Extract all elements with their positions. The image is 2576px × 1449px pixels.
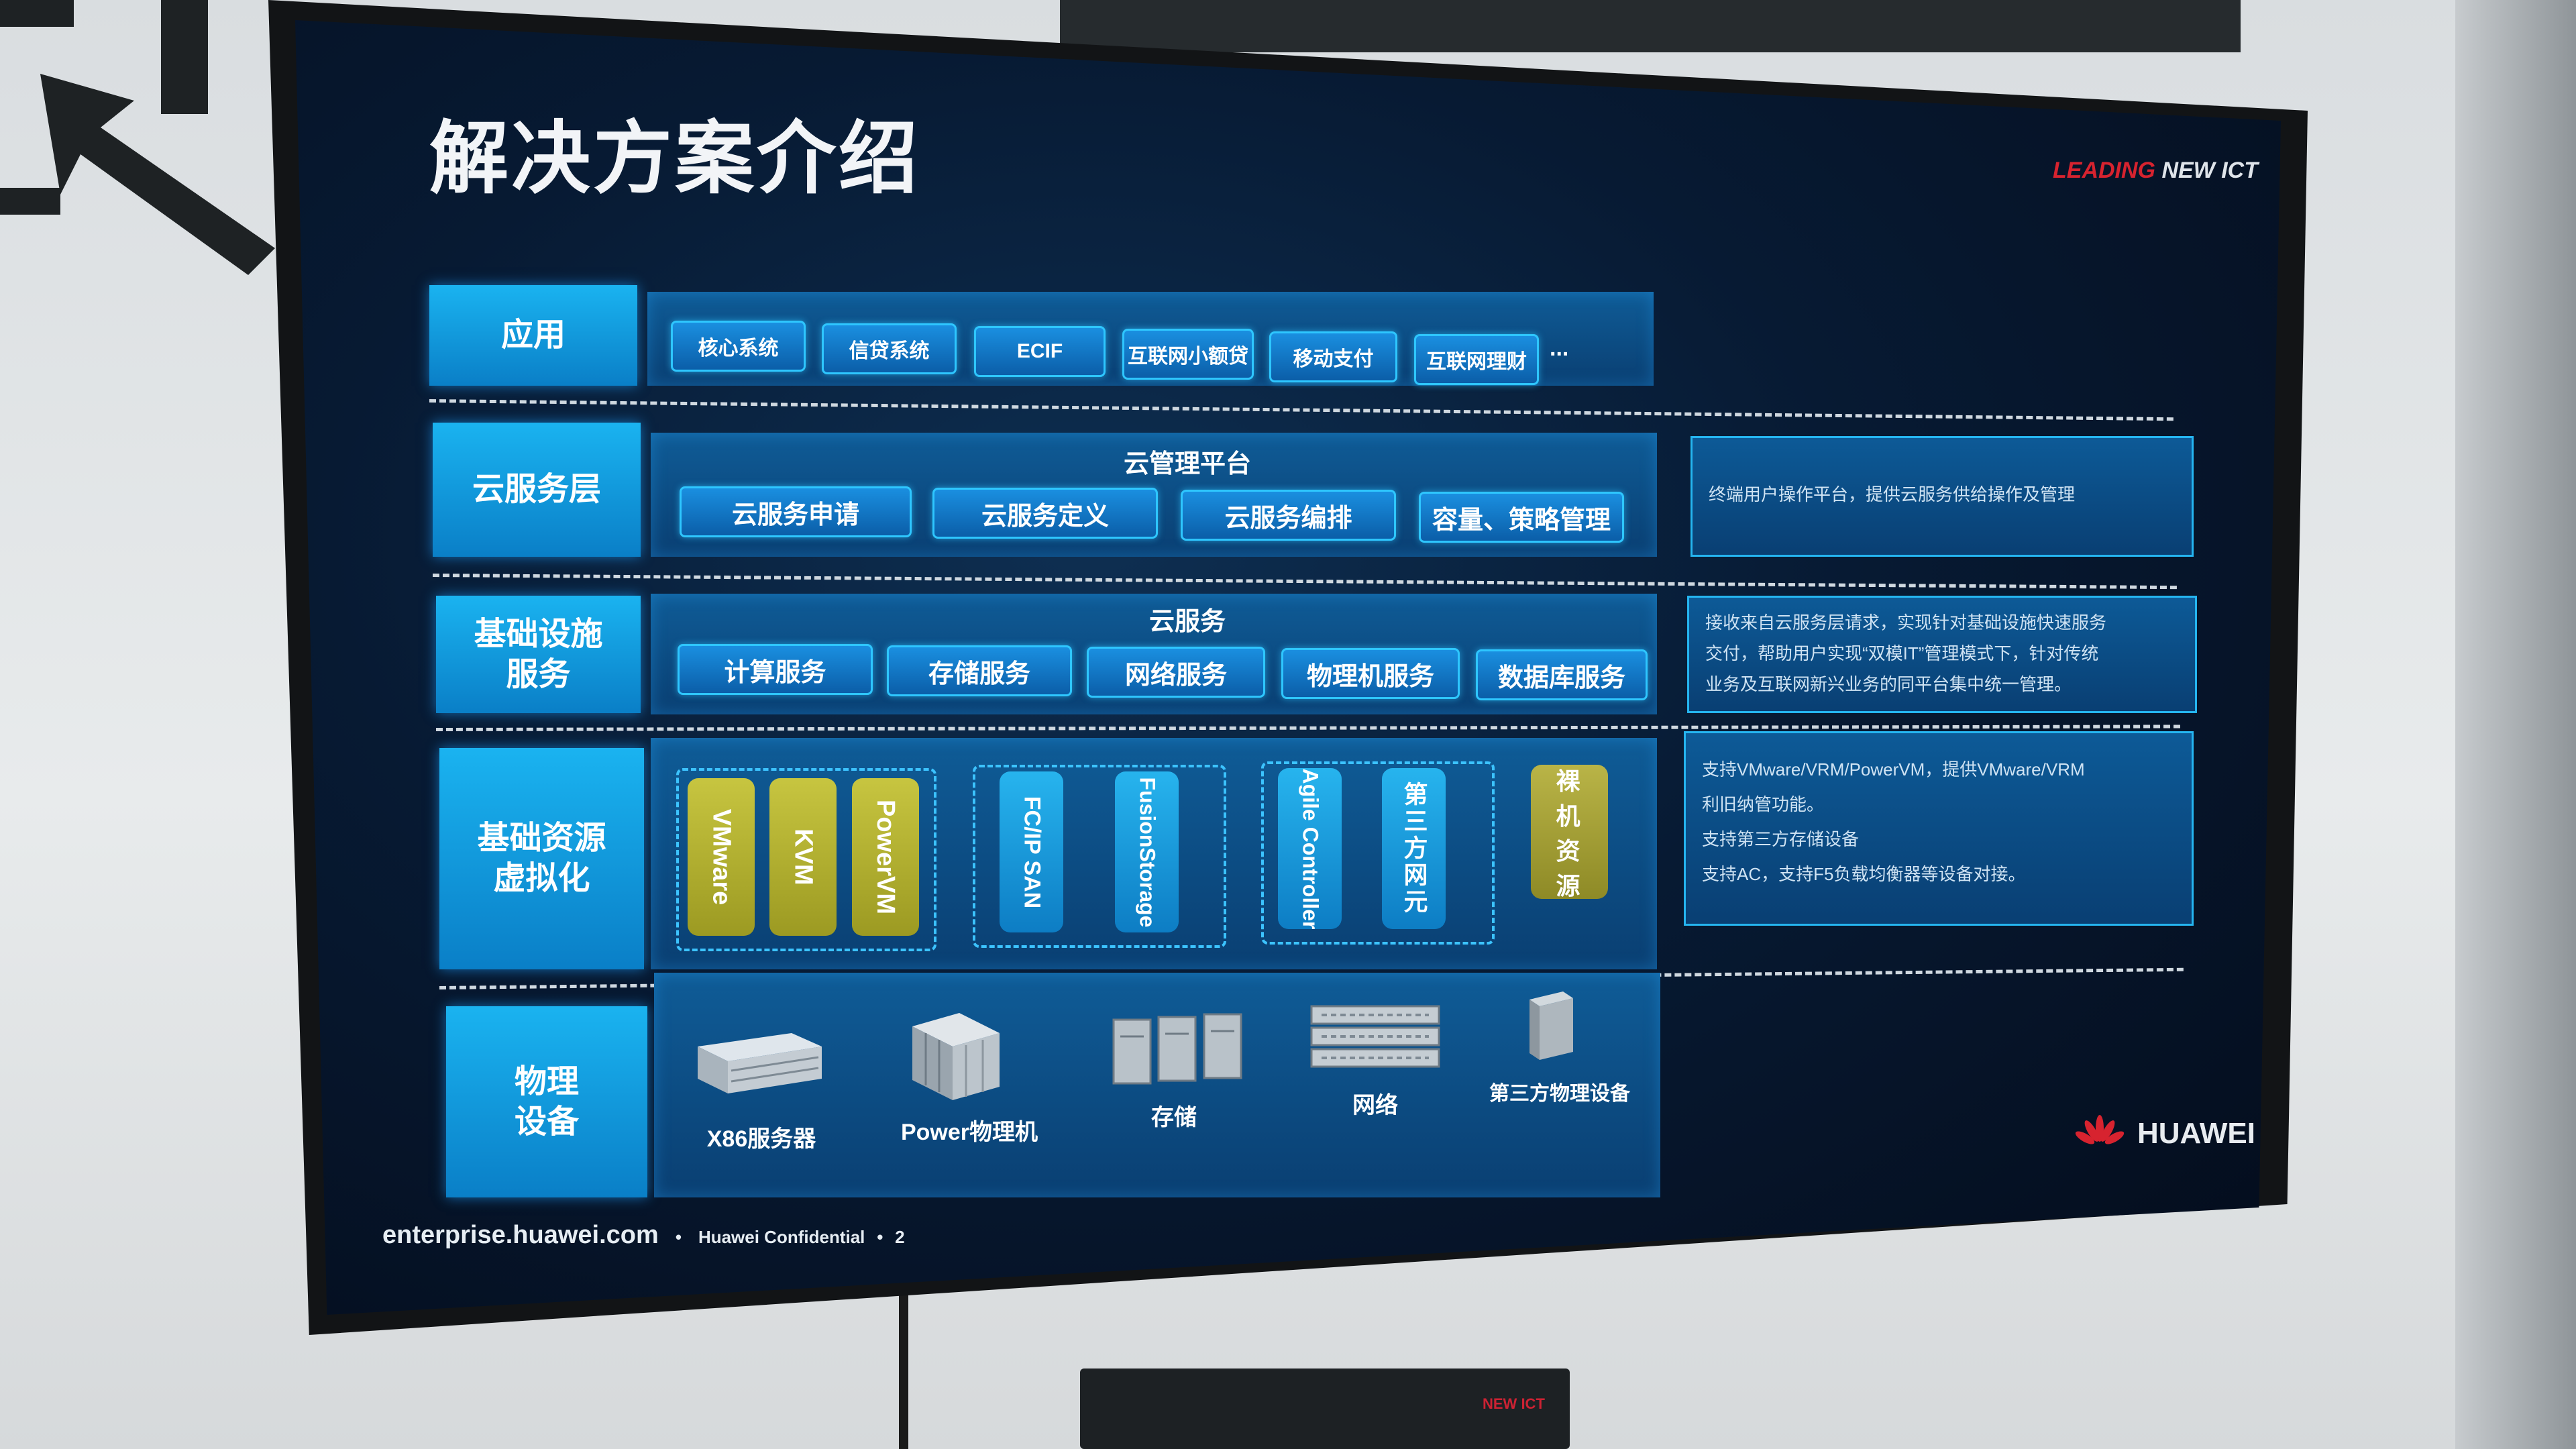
virt-note-line4: 支持AC，支持F5负载均衡器等设备对接。	[1702, 864, 2026, 884]
infra-note-line3: 业务及互联网新兴业务的同平台集中统一管理。	[1705, 674, 2072, 694]
virt-note-line3: 支持第三方存储设备	[1702, 829, 1860, 849]
huawei-petal-icon	[2075, 1115, 2125, 1144]
huawei-wordmark: HUAWEI	[2137, 1117, 2255, 1150]
app-internet-wealth: 互联网理财	[1414, 334, 1539, 385]
phys-band	[654, 973, 1660, 1197]
pill-kvm: KVM	[769, 778, 837, 936]
layer-label-app: 应用	[429, 285, 637, 386]
cloud-service-define: 云服务定义	[932, 488, 1158, 539]
virt-note-line2: 利旧纳管功能。	[1702, 794, 1825, 814]
power-machine-label: Power物理机	[900, 1120, 1038, 1145]
app-internet-microloan: 互联网小额贷	[1122, 329, 1254, 380]
leading-text: LEADING	[2053, 158, 2155, 183]
cloud-note-text: 终端用户操作平台，提供云服务供给操作及管理	[1709, 484, 2076, 504]
footer-confidential: Huawei Confidential	[698, 1227, 865, 1247]
pill-fc-ip-san: FC/IP SAN	[1000, 771, 1063, 932]
infra-note-line1: 接收来自云服务层请求，实现针对基础设施快速服务	[1705, 612, 2107, 633]
wall-panel-top	[1060, 0, 2241, 52]
bare-metal-label: 裸机资源	[1556, 767, 1583, 900]
app-core-system: 核心系统	[671, 321, 806, 372]
slide-footer: enterprise.huawei.com • Huawei Confident…	[382, 1221, 905, 1249]
fusionstorage-label: FusionStorage	[1135, 776, 1160, 928]
infra-compute-service: 计算服务	[678, 644, 873, 695]
new-ict-text: NEW ICT	[2161, 158, 2258, 183]
pill-bare-metal: 裸机资源	[1531, 765, 1608, 900]
divider-1	[429, 399, 2174, 421]
infra-note-line2: 交付，帮助用户实现“双模IT”管理模式下，针对传统	[1705, 643, 2099, 663]
fc-ip-san-label: FC/IP SAN	[1019, 796, 1045, 908]
cloud-layer-note: 终端用户操作平台，提供云服务供给操作及管理	[1690, 436, 2194, 557]
footer-site: enterprise.huawei.com	[382, 1221, 659, 1249]
agile-controller-label: Agile Controller	[1298, 767, 1323, 930]
leading-new-ict-logo: LEADING NEW ICT	[2053, 158, 2258, 184]
cloud-platform-title: 云管理平台	[1123, 450, 1251, 478]
storage-icon	[1112, 1013, 1242, 1085]
slide-title: 解决方案介绍	[429, 115, 921, 203]
pill-agile-controller: Agile Controller	[1278, 768, 1342, 929]
cloud-capacity-policy: 容量、策略管理	[1419, 492, 1624, 543]
divider-2	[432, 574, 2177, 590]
infra-baremetal-service: 物理机服务	[1281, 648, 1460, 699]
network-virt-group	[1261, 761, 1495, 945]
pill-third-party-ne: 第三方网元	[1382, 768, 1446, 929]
infra-cloud-service-title: 云服务	[1148, 608, 1226, 636]
virt-label-line1: 基础资源	[477, 820, 606, 856]
huawei-logo: HUAWEI	[2073, 1114, 2255, 1154]
infra-storage-service: 存储服务	[887, 645, 1072, 696]
storage-virt-group	[973, 765, 1226, 948]
virt-layer-note: 支持VMware/VRM/PowerVM，提供VMware/VRM 利旧纳管功能…	[1684, 731, 2194, 926]
phys-label-line1: 物理	[514, 1063, 579, 1099]
tv-cable	[899, 1291, 908, 1449]
wall-arrow-graphic	[0, 0, 275, 275]
app-mobile-payment: 移动支付	[1269, 331, 1397, 382]
layer-label-cloud: 云服务层	[433, 423, 641, 557]
third-party-ne-label: 第三方网元	[1400, 782, 1428, 916]
monitor-logo: NEW ICT	[1483, 1395, 1545, 1412]
compute-virt-group	[676, 768, 936, 951]
layer-label-infra: 基础设施 服务	[436, 596, 641, 713]
infra-label-line2: 服务	[506, 656, 571, 692]
app-ecif: ECIF	[974, 326, 1106, 377]
divider-3	[435, 724, 2181, 731]
virt-note-line1: 支持VMware/VRM/PowerVM，提供VMware/VRM	[1702, 759, 2085, 780]
infra-network-service: 网络服务	[1087, 647, 1265, 698]
app-more: ...	[1550, 335, 1569, 361]
powervm-label: PowerVM	[871, 799, 900, 915]
x86-server-label: X86服务器	[706, 1126, 816, 1152]
x86-server-icon	[698, 1033, 822, 1093]
infra-layer-note: 接收来自云服务层请求，实现针对基础设施快速服务 交付，帮助用户实现“双模IT”管…	[1687, 596, 2197, 713]
monitor-bottom	[1080, 1368, 1570, 1449]
wall-edge	[2455, 0, 2576, 1449]
tv-screen: 解决方案介绍 LEADING NEW ICT 应用 核心系统 信贷系统 ECIF…	[295, 20, 2281, 1315]
pill-powervm: PowerVM	[852, 778, 919, 936]
phys-label-line2: 设备	[514, 1104, 579, 1140]
cloud-service-apply: 云服务申请	[680, 486, 912, 537]
third-party-device-label: 第三方物理设备	[1489, 1083, 1630, 1105]
kvm-label: KVM	[789, 828, 818, 885]
pill-fusionstorage: FusionStorage	[1115, 771, 1179, 932]
layer-label-virt: 基础资源 虚拟化	[439, 748, 644, 969]
vmware-label: VMware	[707, 808, 736, 906]
layer-label-phys: 物理 设备	[446, 1006, 647, 1197]
infra-label-line1: 基础设施	[474, 616, 603, 652]
network-switch-icon	[1310, 1005, 1440, 1068]
third-party-device-icon	[1529, 991, 1573, 1060]
storage-label: 存储	[1151, 1105, 1197, 1130]
network-label: 网络	[1352, 1093, 1398, 1118]
app-credit-system: 信贷系统	[822, 323, 957, 374]
cloud-service-orchestrate: 云服务编排	[1181, 490, 1396, 541]
virt-label-line2: 虚拟化	[493, 861, 590, 896]
footer-page-number: 2	[895, 1227, 905, 1247]
power-machine-icon	[912, 1013, 1000, 1100]
pill-vmware: VMware	[688, 778, 755, 936]
infra-database-service: 数据库服务	[1476, 649, 1648, 700]
